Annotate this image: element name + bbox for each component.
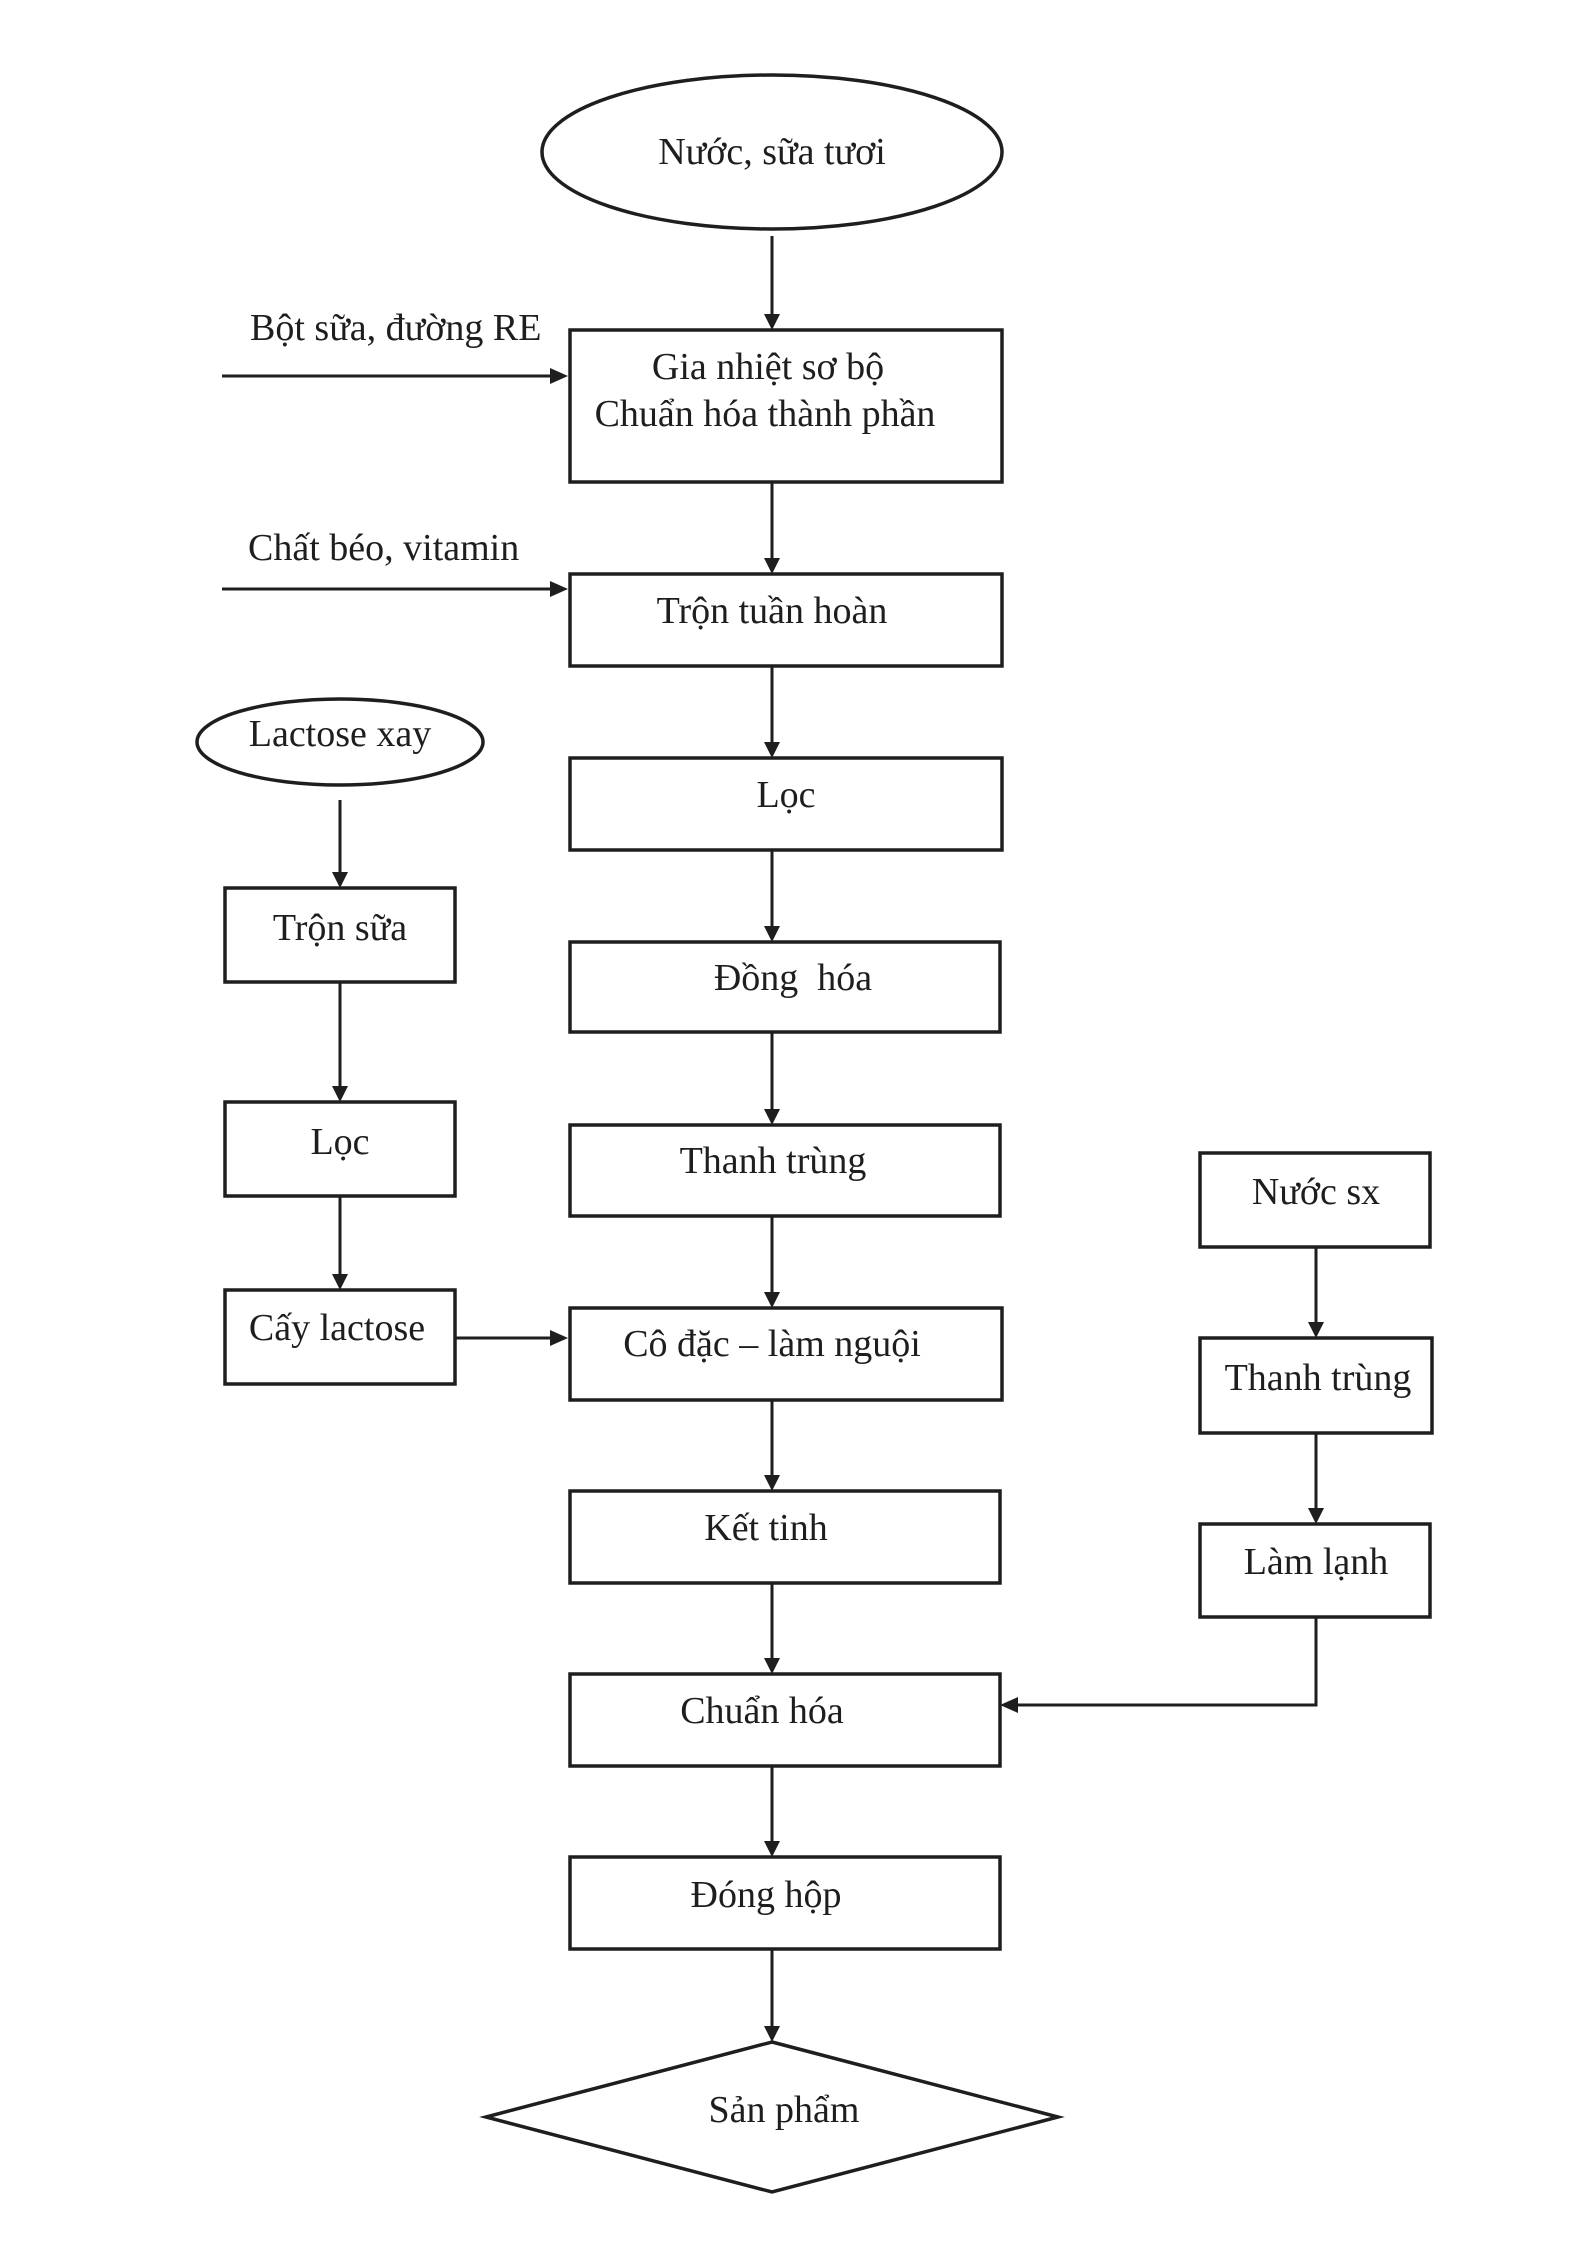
arrowhead	[764, 1841, 780, 1857]
arrowhead	[332, 1274, 348, 1290]
filter-lactose-box	[223, 1100, 457, 1198]
canning-box	[568, 1855, 1002, 1951]
arrowhead	[550, 581, 568, 597]
process-water-label: Nước sx	[1252, 1171, 1380, 1213]
filter-main-label: Lọc	[756, 774, 815, 816]
node-filter-lactose: Lọc	[223, 1100, 457, 1198]
arrowhead	[764, 1658, 780, 1674]
lactose-ground-label: Lactose xay	[249, 713, 432, 755]
canning-label: Đóng hộp	[691, 1874, 842, 1916]
mix-box	[568, 572, 1004, 668]
node-crystallize: Kết tinh	[568, 1489, 1002, 1585]
node-pasteurize-main: Thanh trùng	[568, 1123, 1002, 1218]
arrowhead	[764, 1475, 780, 1491]
pasteurize-main-box	[568, 1123, 1002, 1218]
input-fat-vitamin-label: Chất béo, vitamin	[248, 527, 519, 569]
lactose-ground-ellipse	[195, 697, 485, 787]
seed-lactose-label: Cấy lactose	[249, 1307, 425, 1349]
filter-main-box	[568, 756, 1004, 852]
filter-lactose-label: Lọc	[310, 1121, 369, 1163]
preheat-label-line1: Gia nhiệt sơ bộ	[652, 346, 884, 388]
mix-milk-box	[223, 886, 457, 984]
seed-lactose-box	[223, 1288, 457, 1386]
arrowhead	[1308, 1508, 1324, 1524]
arrowhead	[550, 368, 568, 384]
edge-chill-to-standardize	[1014, 1617, 1318, 1707]
node-filter-main: Lọc	[568, 756, 1004, 852]
arrowhead	[764, 1109, 780, 1125]
start-ellipse	[540, 73, 1004, 231]
connectors	[222, 236, 1324, 2042]
node-process-water: Nước sx	[1198, 1151, 1432, 1249]
node-preheat: Gia nhiệt sơ bộ Chuẩn hóa thành phần	[568, 328, 1004, 484]
chill-box	[1198, 1522, 1432, 1619]
product-diamond	[479, 2040, 1065, 2194]
arrowhead	[1308, 1322, 1324, 1338]
node-pasteurize-water: Thanh trùng	[1198, 1336, 1434, 1435]
standardize-box	[568, 1672, 1002, 1768]
chill-label: Làm lạnh	[1244, 1541, 1389, 1583]
mix-label: Trộn tuần hoàn	[657, 590, 888, 632]
concentrate-cool-label: Cô đặc – làm nguội	[623, 1323, 921, 1365]
arrowhead	[764, 926, 780, 942]
arrowhead	[550, 1330, 568, 1346]
arrowhead	[764, 558, 780, 574]
mix-milk-label: Trộn sữa	[273, 907, 407, 949]
pasteurize-main-label: Thanh trùng	[680, 1140, 867, 1182]
arrowhead	[1000, 1697, 1018, 1713]
process-water-box	[1198, 1151, 1432, 1249]
arrowhead	[764, 2026, 780, 2042]
node-homogenize: Đồng hóa	[568, 940, 1002, 1034]
node-seed-lactose: Cấy lactose	[223, 1288, 457, 1386]
node-canning: Đóng hộp	[568, 1855, 1002, 1951]
node-mix: Trộn tuần hoàn	[568, 572, 1004, 668]
product-label: Sản phẩm	[709, 2089, 860, 2131]
node-mix-milk: Trộn sữa	[223, 886, 457, 984]
standardize-label: Chuẩn hóa	[680, 1690, 844, 1732]
start-label: Nước, sữa tươi	[658, 131, 886, 173]
pasteurize-water-label: Thanh trùng	[1225, 1357, 1412, 1399]
input-milk-powder-sugar-label: Bột sữa, đường RE	[250, 307, 541, 349]
homogenize-box	[568, 940, 1002, 1034]
arrowhead	[764, 742, 780, 758]
pasteurize-water-box	[1198, 1336, 1434, 1435]
node-start: Nước, sữa tươi	[540, 73, 1004, 231]
node-lactose-ground: Lactose xay	[195, 697, 485, 787]
node-product: Sản phẩm	[479, 2040, 1065, 2194]
homogenize-label: Đồng hóa	[714, 957, 872, 999]
arrowhead	[764, 1292, 780, 1308]
node-standardize: Chuẩn hóa	[568, 1672, 1002, 1768]
node-concentrate-cool: Cô đặc – làm nguội	[568, 1306, 1004, 1402]
concentrate-cool-box	[568, 1306, 1004, 1402]
crystallize-label: Kết tinh	[704, 1507, 827, 1549]
arrowhead	[332, 872, 348, 888]
preheat-label-line2: Chuẩn hóa thành phần	[595, 393, 936, 435]
crystallize-box	[568, 1489, 1002, 1585]
preheat-box	[568, 328, 1004, 484]
arrowhead	[332, 1086, 348, 1102]
node-chill: Làm lạnh	[1198, 1522, 1432, 1619]
arrowhead	[764, 314, 780, 330]
